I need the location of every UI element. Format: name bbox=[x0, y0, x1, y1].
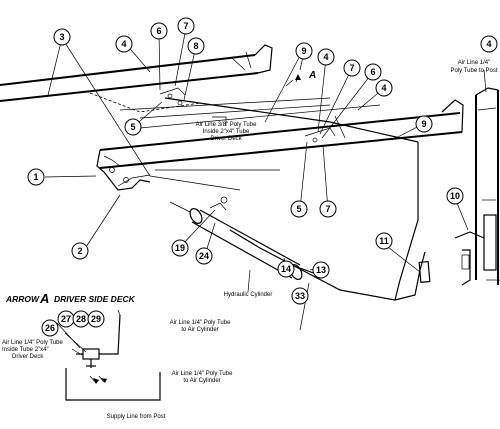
callout-5: 5 bbox=[290, 200, 308, 218]
callout-4: 4 bbox=[375, 79, 393, 97]
svg-text:19: 19 bbox=[175, 243, 185, 253]
approach-ramp bbox=[96, 149, 280, 191]
svg-text:11: 11 bbox=[379, 236, 389, 246]
callout-29: 29 bbox=[87, 310, 105, 328]
poly38-label-line1: Air Line 3/8" Poly Tube bbox=[196, 122, 257, 128]
svg-text:29: 29 bbox=[91, 314, 101, 324]
svg-text:3: 3 bbox=[59, 32, 64, 42]
svg-text:6: 6 bbox=[370, 67, 375, 77]
arrow-a-indicator: A bbox=[285, 70, 316, 87]
callout-11: 11 bbox=[375, 232, 393, 250]
svg-text:4: 4 bbox=[121, 39, 126, 49]
air-line-to-post bbox=[229, 142, 431, 301]
post-label: Air Line 1/4" Poly Tube to Post bbox=[450, 60, 497, 74]
svg-text:4: 4 bbox=[486, 39, 491, 49]
callout-13: 13 bbox=[312, 261, 330, 279]
svg-text:10: 10 bbox=[450, 191, 460, 201]
leader-lines bbox=[44, 27, 487, 331]
post-label-line1: Air Line 1/4" bbox=[458, 60, 490, 66]
callout-6: 6 bbox=[150, 22, 168, 40]
callout-7: 7 bbox=[319, 200, 337, 218]
svg-text:27: 27 bbox=[61, 314, 71, 324]
svg-text:13: 13 bbox=[316, 265, 326, 275]
inset-cyl-label-line2: to Air Cylinder bbox=[181, 327, 218, 333]
svg-text:26: 26 bbox=[45, 323, 55, 333]
svg-text:8: 8 bbox=[193, 41, 198, 51]
svg-text:9: 9 bbox=[421, 119, 426, 129]
callout-2: 2 bbox=[71, 242, 89, 260]
callout-4: 4 bbox=[317, 48, 335, 66]
inset-title-prefix: ARROW bbox=[5, 294, 40, 304]
callout-33: 33 bbox=[291, 287, 309, 305]
callout-1: 1 bbox=[27, 168, 45, 186]
hydraulic-cylinder-label: Hydraulic Cylinder bbox=[224, 292, 273, 298]
callout-26: 26 bbox=[41, 319, 59, 337]
svg-text:14: 14 bbox=[281, 264, 291, 274]
arrow-a-label: A bbox=[308, 70, 316, 81]
svg-text:1: 1 bbox=[33, 172, 38, 182]
svg-text:28: 28 bbox=[76, 314, 86, 324]
svg-text:6: 6 bbox=[156, 26, 161, 36]
inset-bottom-label-line1: Air Line 1/4" Poly Tube bbox=[172, 371, 233, 377]
supply-line-label: Supply Line from Post bbox=[107, 414, 166, 420]
inset-title-suffix: DRIVER SIDE DECK bbox=[54, 294, 136, 304]
inset-deck-label-line2: Inside Tube 2"x4" bbox=[2, 347, 49, 353]
callout-7: 7 bbox=[177, 17, 195, 35]
svg-text:33: 33 bbox=[295, 291, 305, 301]
inset-callouts: 27 28 29 26 bbox=[41, 310, 105, 337]
callout-6: 6 bbox=[364, 63, 382, 81]
lower-runway bbox=[99, 99, 464, 169]
poly38-label-line3: Driver Deck bbox=[210, 136, 242, 142]
svg-text:4: 4 bbox=[381, 83, 386, 93]
svg-text:2: 2 bbox=[77, 246, 82, 256]
callout-4: 4 bbox=[480, 35, 498, 53]
callout-8: 8 bbox=[187, 37, 205, 55]
callout-19: 19 bbox=[171, 239, 189, 257]
callout-10: 10 bbox=[446, 187, 464, 205]
air-tube-runway bbox=[159, 87, 419, 143]
post-label-line2: Poly Tube to Post bbox=[450, 68, 497, 74]
callout-28: 28 bbox=[72, 310, 90, 328]
svg-text:7: 7 bbox=[183, 21, 188, 31]
svg-text:9: 9 bbox=[301, 46, 306, 56]
inset-bottom-label-line2: to Air Cylinder bbox=[183, 378, 220, 384]
post-assembly bbox=[454, 87, 500, 286]
inset-title: ARROW A DRIVER SIDE DECK bbox=[5, 291, 136, 306]
callout-27: 27 bbox=[57, 310, 75, 328]
callout-14: 14 bbox=[277, 260, 295, 278]
upper-runway bbox=[0, 44, 331, 119]
poly38-label-line2: Inside 2"x4" Tube bbox=[203, 129, 250, 135]
callout-24: 24 bbox=[195, 247, 213, 265]
inset-deck-label-line3: Driver Deck bbox=[12, 354, 44, 360]
callout-4: 4 bbox=[115, 35, 133, 53]
svg-text:5: 5 bbox=[130, 122, 135, 132]
inset-diagram bbox=[56, 309, 161, 401]
poly-tube-label: Air Line 3/8" Poly Tube Inside 2"x4" Tub… bbox=[196, 122, 257, 142]
callout-9: 9 bbox=[295, 42, 313, 60]
svg-text:4: 4 bbox=[323, 52, 328, 62]
callout-5: 5 bbox=[124, 118, 142, 136]
inset-title-letter: A bbox=[39, 291, 49, 306]
inset-cyl-label-line1: Air Line 1/4" Poly Tube bbox=[170, 320, 231, 326]
inset-deck-label-line1: Air Line 1/4" Poly Tube bbox=[2, 340, 63, 346]
callout-9: 9 bbox=[415, 115, 433, 133]
svg-text:7: 7 bbox=[325, 204, 330, 214]
callout-7: 7 bbox=[343, 59, 361, 77]
svg-text:24: 24 bbox=[199, 251, 209, 261]
inset-labels: Air Line 1/4" Poly Tube to Air Cylinder … bbox=[2, 320, 233, 420]
callouts: 3 4 6 7 8 5 9 4 7 6 4 9 4 1 2 5 7 19 24 … bbox=[27, 17, 498, 305]
svg-text:7: 7 bbox=[349, 63, 354, 73]
callout-3: 3 bbox=[53, 28, 71, 46]
svg-text:5: 5 bbox=[296, 204, 301, 214]
